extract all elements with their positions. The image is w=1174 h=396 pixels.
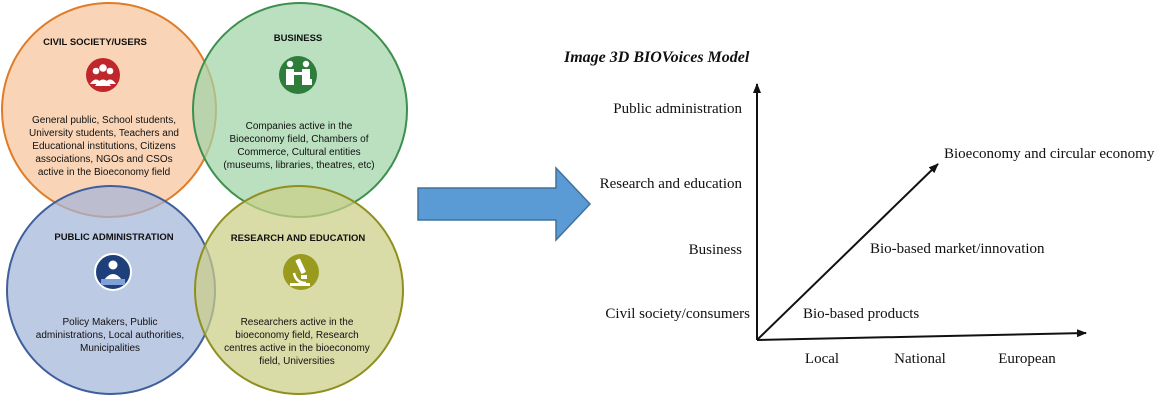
official-podium-icon [94, 253, 132, 291]
public-administration-line-1: Policy Makers, Public [62, 317, 157, 328]
x-label-european: European [998, 351, 1056, 367]
business-line-4: (museums, libraries, theatres, etc) [223, 160, 374, 171]
business-title: BUSINESS [274, 33, 323, 44]
right-arrow-icon [417, 166, 592, 242]
y-label-public-administration: Public administration [613, 101, 742, 117]
civil-society-circle-shape [1, 2, 217, 218]
public-administration-title: PUBLIC ADMINISTRATION [54, 232, 173, 243]
research-education-circle-shape [194, 185, 404, 395]
business-line-2: Bioeconomy field, Chambers of [230, 134, 369, 145]
research-education-line-1: Researchers active in the [241, 317, 354, 328]
civil-society-line-1: General public, School students, [32, 115, 176, 126]
y-label-research-education: Research and education [600, 176, 743, 192]
research-education-circle: RESEARCH AND EDUCATION Researchers activ… [194, 185, 404, 395]
research-education-line-2: bioeconomy field, Research [235, 330, 358, 341]
civil-society-line-4: associations, NGOs and CSOs [35, 154, 172, 165]
civil-society-line-2: University students, Teachers and [29, 128, 179, 139]
research-education-title: RESEARCH AND EDUCATION [231, 233, 366, 244]
diagonal-label-bioeconomy: Bioeconomy and circular economy [944, 146, 1155, 162]
x-label-national: National [894, 351, 946, 367]
public-administration-line-3: Municipalities [80, 343, 140, 354]
public-administration-line-2: administrations, Local authorities, [36, 330, 184, 341]
business-circle: BUSINESS Companies active in the Bioecon… [192, 2, 408, 218]
diagonal-label-products: Bio-based products [803, 306, 919, 322]
y-label-civil-society: Civil society/consumers [605, 306, 750, 322]
business-line-1: Companies active in the [246, 121, 353, 132]
microscope-icon [283, 254, 319, 290]
civil-society-line-5: active in the Bioeconomy field [38, 167, 170, 178]
x-axis [756, 329, 1087, 341]
civil-society-title: CIVIL SOCIETY/USERS [43, 37, 147, 48]
civil-society-line-3: Educational institutions, Citizens [32, 141, 175, 152]
x-label-local: Local [805, 351, 839, 367]
research-education-line-4: field, Universities [259, 356, 335, 367]
biovoices-model: Image 3D BIOVoices Model Public administ… [563, 49, 1155, 367]
y-label-business: Business [689, 242, 743, 258]
users-icon-badge [86, 58, 120, 92]
stakeholder-venn: CIVIL SOCIETY/USERS General public, Scho… [1, 2, 408, 395]
business-line-3: Commerce, Cultural entities [237, 147, 360, 158]
diagonal-axis [756, 163, 939, 341]
diagonal-label-market: Bio-based market/innovation [870, 241, 1045, 257]
public-administration-circle: PUBLIC ADMINISTRATION Policy Makers, Pub… [6, 185, 216, 395]
users-group-icon [86, 58, 120, 92]
handshake-icon [279, 56, 317, 94]
research-education-line-3: centres active in the bioeconomy [224, 343, 370, 354]
civil-society-circle: CIVIL SOCIETY/USERS General public, Scho… [1, 2, 217, 218]
model-title: Image 3D BIOVoices Model [563, 49, 750, 66]
